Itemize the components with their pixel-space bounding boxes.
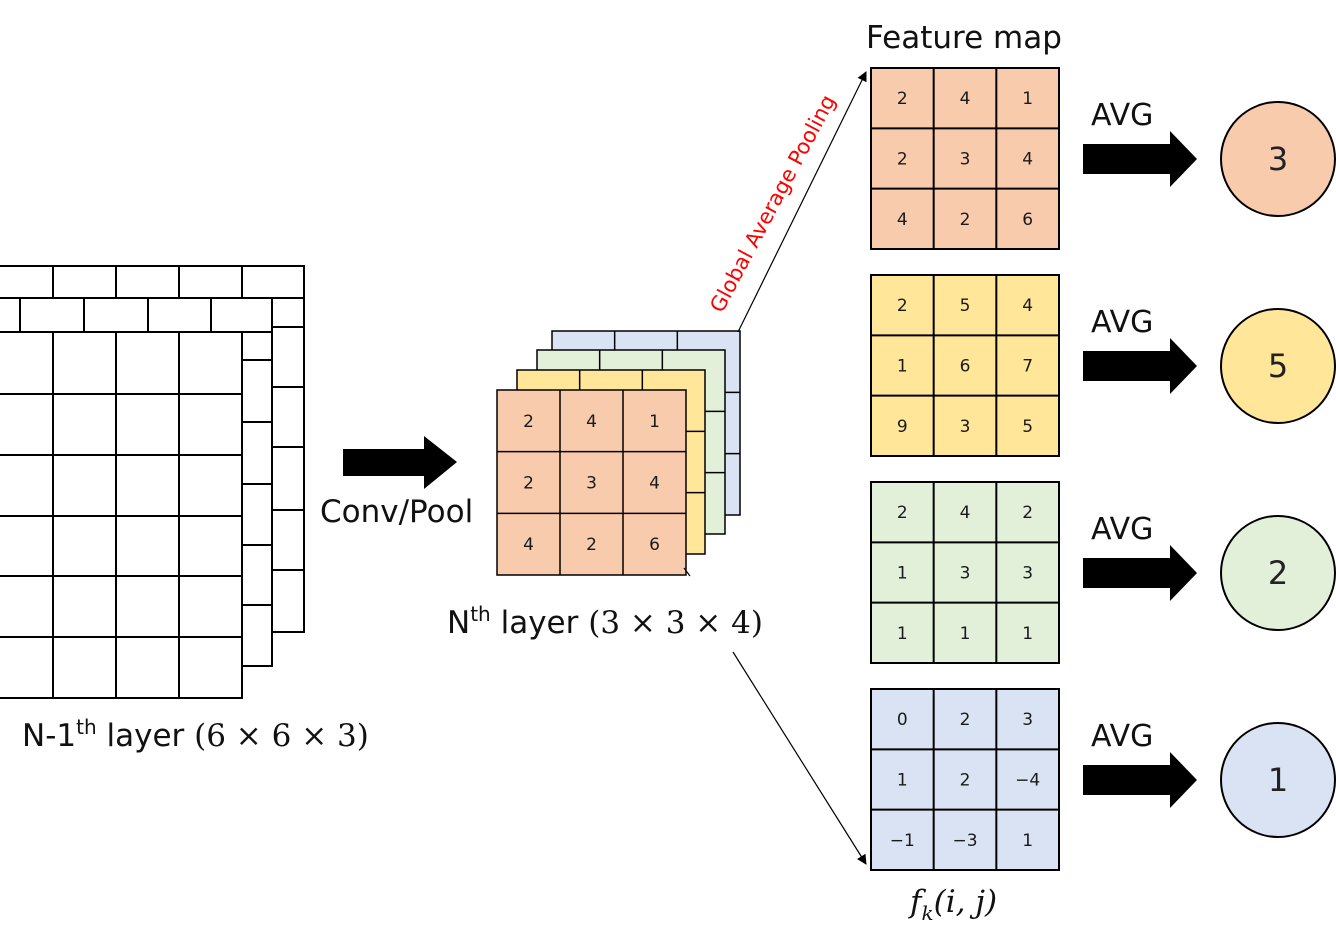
feature-map-cell: 2 <box>960 710 971 730</box>
feature-map-cell: 6 <box>1022 210 1033 230</box>
result-value: 3 <box>1268 140 1288 178</box>
gap-line-top <box>737 71 867 333</box>
prev-layer-label: N-1th layer (6 × 6 × 3) <box>22 715 369 754</box>
avg-label: AVG <box>1091 512 1153 547</box>
feature-map-cell: 7 <box>1022 357 1033 377</box>
nth-cell-value: 4 <box>523 535 534 555</box>
feature-map-cell: 1 <box>960 624 971 644</box>
nth-cell-value: 4 <box>649 474 660 494</box>
feature-map-cell: 5 <box>960 296 971 316</box>
feature-map-cell: 4 <box>960 503 971 523</box>
nth-layer-orange: 2 4 1 2 3 4 4 2 6 <box>496 389 687 576</box>
feature-map-cell: 3 <box>960 150 971 170</box>
conv-pool-label: Conv/Pool <box>320 494 473 530</box>
feature-map-cell: 3 <box>960 564 971 584</box>
conv-pool-arrow <box>343 436 457 489</box>
feature-map-cell: 1 <box>897 771 908 791</box>
prev-layer-stack <box>0 265 305 699</box>
feature-map-cell: 9 <box>897 417 908 437</box>
feature-map-cell: 0 <box>897 710 908 730</box>
feature-map-cell: −1 <box>890 831 915 851</box>
feature-map-cell: 2 <box>897 503 908 523</box>
fk-label: fk(i, j) <box>908 884 997 925</box>
feature-map-cell: 2 <box>897 89 908 109</box>
feature-map-cell: 2 <box>1022 503 1033 523</box>
feature-map-cell: 5 <box>1022 417 1033 437</box>
result-value: 2 <box>1268 554 1288 592</box>
nth-layer-stack: 2 4 1 2 3 4 4 2 6 <box>496 330 741 576</box>
nth-cell-value: 2 <box>586 535 597 555</box>
feature-map-cell: 6 <box>960 357 971 377</box>
feature-map-cell: 1 <box>897 624 908 644</box>
feature-map-cell: 2 <box>960 210 971 230</box>
feature-map-cell: 4 <box>1022 150 1033 170</box>
result-circle <box>1220 515 1336 631</box>
avg-label: AVG <box>1091 98 1153 133</box>
avg-arrow <box>1083 752 1197 808</box>
feature-map-cell: 1 <box>897 357 908 377</box>
feature-map-2: 2 5 4 1 6 7 9 3 5 <box>870 274 1060 457</box>
nth-cell-value: 2 <box>523 412 534 432</box>
nth-layer-label: Nth layer (3 × 3 × 4) <box>447 602 763 641</box>
nth-cell-value: 1 <box>649 412 660 432</box>
avg-arrow <box>1083 545 1197 601</box>
avg-arrow <box>1083 131 1197 187</box>
avg-label: AVG <box>1091 719 1153 754</box>
feature-map-cell: 2 <box>960 771 971 791</box>
result-circle <box>1220 308 1336 424</box>
feature-map-1: 2 4 1 2 3 4 4 2 6 <box>870 67 1060 250</box>
result-circle <box>1220 101 1336 217</box>
feature-map-cell: 3 <box>1022 710 1033 730</box>
feature-map-cell: 2 <box>897 296 908 316</box>
result-value: 1 <box>1268 761 1288 799</box>
feature-map-3: 2 4 2 1 3 3 1 1 1 <box>870 481 1060 664</box>
feature-map-cell: 1 <box>1022 624 1033 644</box>
gap-line-bottom <box>732 651 867 865</box>
nth-cell-value: 6 <box>649 535 660 555</box>
feature-map-cell: 1 <box>1022 89 1033 109</box>
nth-cell-value: 4 <box>586 412 597 432</box>
result-value: 5 <box>1268 347 1288 385</box>
feature-map-cell: 3 <box>1022 564 1033 584</box>
feature-map-cell: 2 <box>897 150 908 170</box>
feature-map-cell: 4 <box>960 89 971 109</box>
nth-cell-value: 3 <box>586 474 597 494</box>
feature-map-cell: 1 <box>897 564 908 584</box>
gap-label: Global Average Pooling <box>705 91 840 316</box>
feature-map-cell: −3 <box>952 831 977 851</box>
gap-line-stub <box>683 567 691 577</box>
avg-arrow <box>1083 338 1197 394</box>
result-circle <box>1220 722 1336 838</box>
feature-map-cell: 4 <box>1022 296 1033 316</box>
feature-map-4: 0 2 3 1 2 −4 −1 −3 1 <box>870 688 1060 871</box>
feature-map-cell: 1 <box>1022 831 1033 851</box>
feature-map-cell: −4 <box>1015 771 1040 791</box>
nth-cell-value: 2 <box>523 474 534 494</box>
feature-map-cell: 3 <box>960 417 971 437</box>
avg-label: AVG <box>1091 305 1153 340</box>
prev-layer-front <box>0 331 243 699</box>
feature-map-cell: 4 <box>897 210 908 230</box>
feature-map-title: Feature map <box>866 20 1062 56</box>
